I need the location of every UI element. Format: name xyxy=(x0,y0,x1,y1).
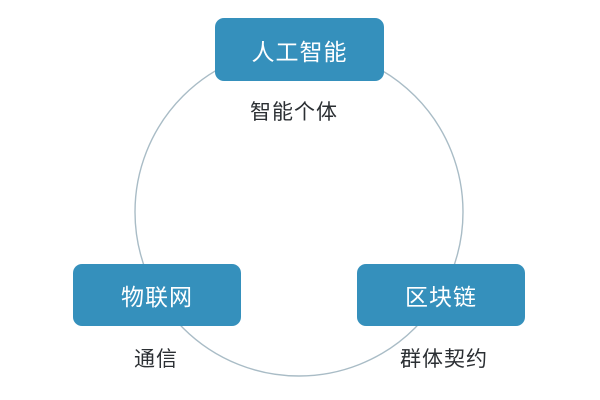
node-label: 物联网 xyxy=(121,285,193,311)
caption-group-contract: 群体契约 xyxy=(400,347,488,371)
node-label: 区块链 xyxy=(405,285,477,311)
node-blockchain: 区块链 xyxy=(357,264,525,326)
caption-communication: 通信 xyxy=(134,347,178,371)
node-artificial-intelligence: 人工智能 xyxy=(215,18,384,81)
caption-intelligent-individual: 智能个体 xyxy=(250,100,338,124)
node-internet-of-things: 物联网 xyxy=(73,264,241,326)
node-label: 人工智能 xyxy=(251,39,348,66)
